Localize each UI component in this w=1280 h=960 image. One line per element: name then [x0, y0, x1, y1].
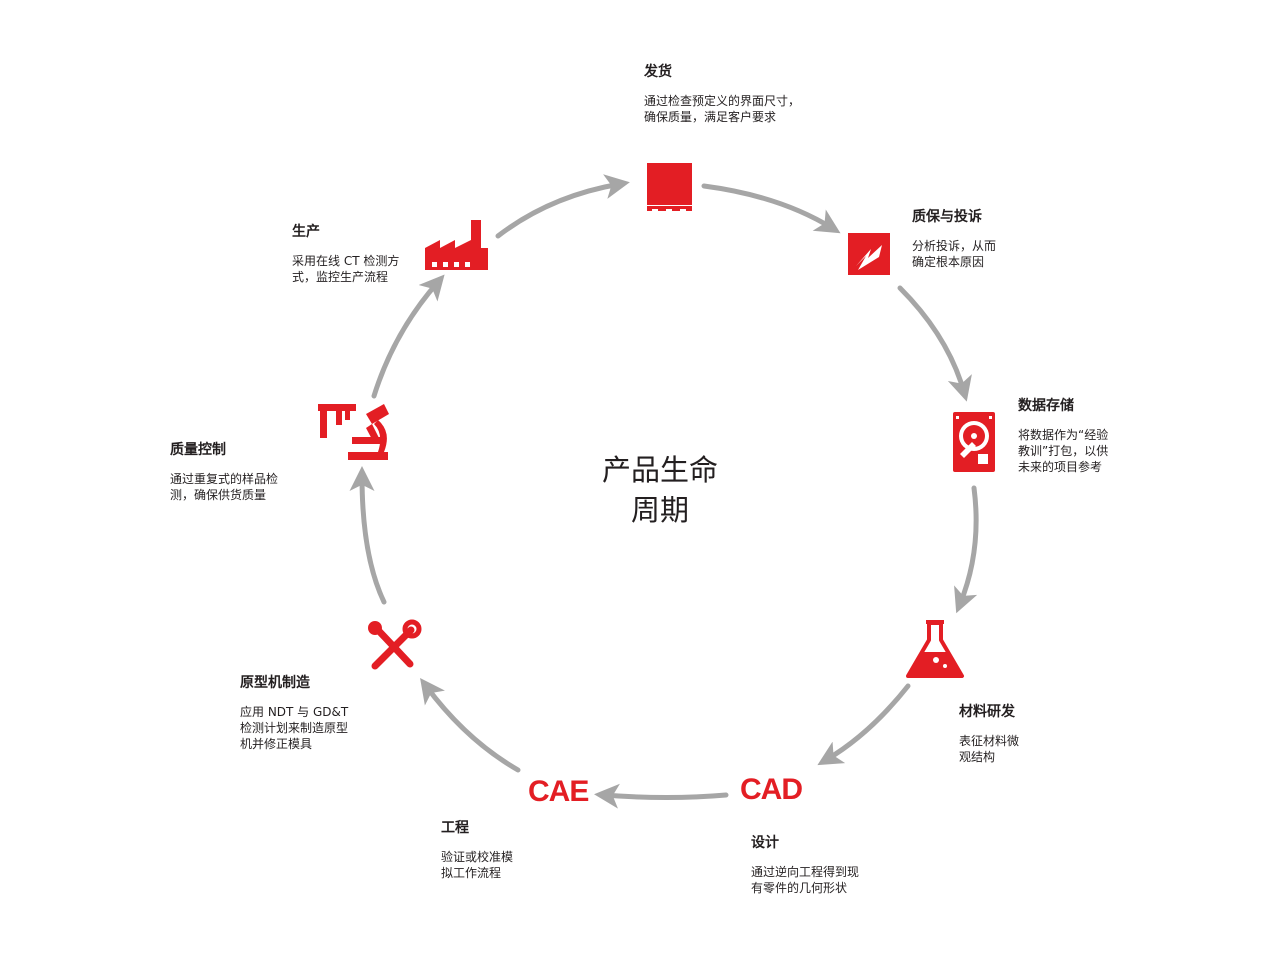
- stage-desc: 验证或校准模 拟工作流程: [441, 850, 514, 880]
- factory-icon: [425, 220, 488, 270]
- stage-title: 质保与投诉: [912, 209, 982, 225]
- stage-design: 设计 通过逆向工程得到现 有零件的几何形状: [751, 834, 859, 896]
- center-title-line2: 周期: [630, 493, 689, 527]
- stage-desc: 通过逆向工程得到现 有零件的几何形状: [751, 865, 860, 895]
- stage-title: 材料研发: [959, 704, 1015, 720]
- stage-desc: 表征材料微 观结构: [959, 734, 1020, 764]
- lightning-complaint-icon: [848, 233, 890, 275]
- stage-title: 原型机制造: [240, 675, 310, 691]
- stage-warranty: 质保与投诉 分析投诉，从而 确定根本原因: [912, 208, 996, 270]
- cad-label: CAD: [740, 773, 803, 806]
- caliper-microscope-icon: [318, 404, 389, 460]
- tools-icon: [368, 619, 422, 670]
- stage-title: 发货: [644, 64, 672, 80]
- cycle-arrow: [701, 183, 841, 234]
- stage-desc: 通过重复式的样品检 测，确保供货质量: [170, 472, 279, 502]
- stage-desc: 采用在线 CT 检测方 式，监控生产流程: [292, 254, 400, 284]
- stage-shipping: 发货 通过检查预定义的界面尺寸， 确保质量，满足客户要求: [644, 63, 800, 125]
- stage-title: 生产: [292, 224, 320, 240]
- stage-quality-control: 质量控制 通过重复式的样品检 测，确保供货质量: [170, 441, 278, 503]
- stage-title: 质量控制: [170, 442, 226, 458]
- stage-desc: 应用 NDT 与 GD&T 检测计划来制造原型 机并修正模具: [240, 705, 349, 751]
- stage-desc: 将数据作为“经验 教训”打包，以供 未来的项目参考: [1018, 428, 1109, 474]
- cycle-arrow: [897, 285, 972, 402]
- shipping-box-icon: [647, 163, 692, 212]
- stage-title: 数据存储: [1018, 398, 1074, 414]
- cycle-arrow: [594, 783, 729, 809]
- stage-storage: 数据存储 将数据作为“经验 教训”打包，以供 未来的项目参考: [1018, 397, 1108, 475]
- hard-drive-icon: [953, 412, 995, 472]
- cycle-arrow: [349, 466, 387, 605]
- stage-prototype: 原型机制造 应用 NDT 与 GD&T 检测计划来制造原型 机并修正模具: [240, 674, 348, 752]
- stage-desc: 分析投诉，从而 确定根本原因: [912, 239, 997, 269]
- stage-production: 生产 采用在线 CT 检测方 式，监控生产流程: [292, 223, 399, 285]
- cycle-arrow: [495, 174, 630, 239]
- flask-icon: [906, 620, 964, 678]
- stage-materials: 材料研发 表征材料微 观结构: [959, 703, 1019, 765]
- center-title: 产品生命 周期: [560, 450, 760, 530]
- cycle-arrow: [954, 485, 979, 614]
- cycle-arrow: [420, 677, 521, 773]
- center-title-line1: 产品生命: [601, 453, 718, 487]
- cycle-arrow: [817, 683, 911, 766]
- stage-title: 设计: [751, 835, 779, 851]
- stage-title: 工程: [441, 820, 469, 836]
- cae-label: CAE: [528, 775, 589, 808]
- stage-desc: 通过检查预定义的界面尺寸， 确保质量，满足客户要求: [644, 94, 801, 124]
- stage-engineering: 工程 验证或校准模 拟工作流程: [441, 819, 513, 881]
- cycle-arrow: [371, 274, 445, 399]
